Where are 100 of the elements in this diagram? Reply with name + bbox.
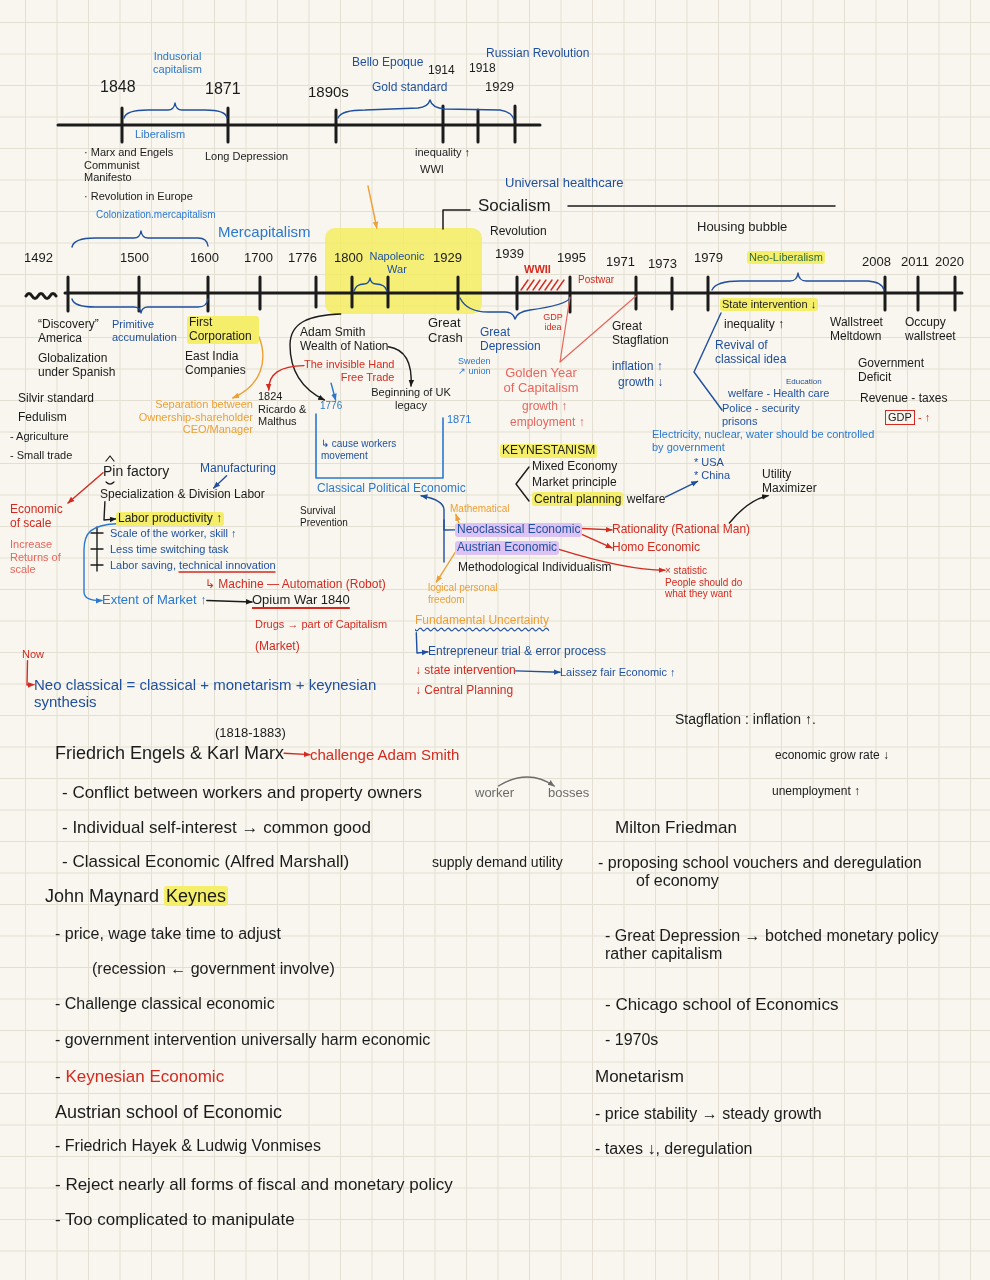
note-text: Entrepreneur trial & error process (428, 645, 607, 659)
highlighted-text: Austrian Economic (455, 541, 560, 555)
note-text: Silvir standard (18, 392, 95, 406)
arrow (581, 534, 613, 549)
note-text: Wallstreet Meltdown (830, 316, 884, 344)
note-text: Gold standard (372, 81, 448, 95)
note-text: Economic of scale (10, 503, 68, 531)
arrow (387, 346, 415, 387)
note-text: Globalization under Spanish (38, 352, 117, 380)
note-text: - taxes ↓, deregulation (595, 1140, 753, 1159)
note-text: - proposing school vouchers and deregulation of economy (598, 854, 923, 891)
year-label: 1500 (120, 251, 149, 266)
note-text: Education (786, 377, 822, 387)
arrow (435, 552, 456, 583)
note-text: Liberalism (135, 128, 186, 141)
note-text: - Great Depression → botched monetary policy rather capitalism (605, 927, 940, 964)
note-text: supply demand utility (432, 854, 563, 871)
note-text: Revenue - taxes (860, 392, 948, 406)
note-text: Rationality (Rational Man) (612, 523, 751, 537)
highlighted-text: State intervention ↓ (720, 298, 819, 311)
note-text: Methodological Individualism (458, 561, 612, 575)
note-text: - government intervention universally harm economic (55, 1031, 431, 1050)
year-label: 2008 (862, 255, 891, 270)
note-text: 1824 Ricardo & Malthus (258, 390, 312, 428)
arrow (558, 548, 666, 573)
arrow (26, 659, 35, 688)
note-text: Postwar (578, 274, 615, 286)
note-text: Long Depression (205, 150, 289, 163)
note-text: Colonization.mercapitalism (96, 209, 216, 221)
arrow (497, 776, 555, 787)
year-label: 1971 (606, 255, 635, 270)
note-text: ↳ Machine — Automation (Robot) (205, 578, 386, 592)
note-text: Mathematical (450, 503, 510, 515)
note-text: economic grow rate ↓ (775, 749, 890, 763)
note-text: Occupy wallstreet (905, 316, 957, 344)
note-text: Utility Maximizer (762, 468, 824, 496)
note-text: - 1970s (605, 1031, 659, 1050)
year-label: 1890s (308, 83, 349, 101)
arrow (367, 185, 379, 229)
note-text: Market principle (532, 476, 617, 490)
note-text: Opium War 1840 (252, 593, 350, 611)
note-text: Fundamental Uncertainty (415, 614, 550, 633)
note-text: - price, wage take time to adjust (55, 925, 281, 944)
note-text: Fedulism (18, 411, 67, 425)
year-label: 1871 (205, 80, 241, 99)
note-text: Austrian school of Economic (55, 1102, 283, 1123)
year-label: 1918 (469, 62, 496, 76)
note-text: Friedrich Engels & Karl Marx (55, 743, 285, 764)
note-text: Indusorial capitalism (152, 50, 203, 76)
note-text: (1818-1883) (215, 726, 286, 741)
note-text: Golden Year of Capitalism (502, 366, 580, 396)
note-text: Adam Smith Wealth of Nation (300, 326, 389, 354)
note-text: · Revolution in Europe (84, 190, 193, 203)
note-text: · Marx and Engels Communist Manifesto (84, 146, 175, 184)
note-text: Socialism (478, 196, 551, 216)
year-label: 2020 (935, 255, 964, 270)
highlighted-text: Neoclassical Economic (455, 523, 583, 537)
year-label: 1600 (190, 251, 219, 266)
note-text: Great Depression (480, 326, 542, 354)
note-text: Manufacturing (200, 462, 277, 476)
note-text: - Too complicated to manipulate (55, 1210, 295, 1230)
note-text: Mixed Economy (532, 460, 618, 474)
note-text: Separation between Ownership-shareholder CEO/Manager (118, 398, 253, 436)
note-text: - Reject nearly all forms of fiscal and monetary policy (55, 1175, 453, 1195)
note-text: - Agriculture (10, 430, 69, 443)
note-text: Great Stagflation (612, 320, 670, 348)
year-label: 2011 (901, 255, 929, 270)
note-text: ↓ state intervention (415, 664, 516, 678)
note-text: employment ↑ (510, 416, 585, 430)
arrow (515, 669, 561, 675)
year-label: 1939 (495, 247, 524, 262)
note-text: challenge Adam Smith (310, 746, 460, 764)
note-text: - price stability → steady growth (595, 1105, 822, 1124)
note-text: Mercapitalism (218, 223, 311, 241)
note-text: bosses (548, 786, 590, 801)
note-text: Housing bubble (697, 220, 788, 235)
note-text: ↓ Central Planning (415, 684, 514, 698)
note-text: East India Companies (185, 350, 247, 378)
arrow (67, 472, 104, 504)
arrow (415, 632, 429, 656)
note-text: Specialization & Division Labor (100, 488, 265, 502)
note-text: Laissez fair Economic ↑ (560, 666, 676, 679)
note-text: Revolution (490, 225, 547, 239)
note-text: - Challenge classical economic (55, 995, 275, 1014)
note-text: Electricity, nuclear, water should be controlled by government (652, 428, 876, 454)
arrow (728, 494, 769, 524)
note-text: growth ↓ (618, 376, 664, 390)
note-text: Scale of the worker, skill ↑ (110, 527, 237, 540)
note-text: inequality ↑ (415, 146, 471, 159)
note-text: (recession ← government involve) (92, 960, 335, 979)
note-text: 1776 (320, 400, 343, 412)
year-label: 1871 (447, 413, 472, 426)
arrow (664, 480, 699, 498)
note-text: WWI (420, 163, 444, 176)
note-text: - Conflict between workers and property owners (62, 783, 422, 803)
highlighted-text: First Corporation (187, 316, 259, 344)
note-text: Neo classical = classical + monetarism + keynesian synthesis (34, 676, 414, 711)
note-text: Less time switching task (110, 543, 229, 556)
arrow (232, 336, 264, 399)
arrow (83, 523, 117, 604)
